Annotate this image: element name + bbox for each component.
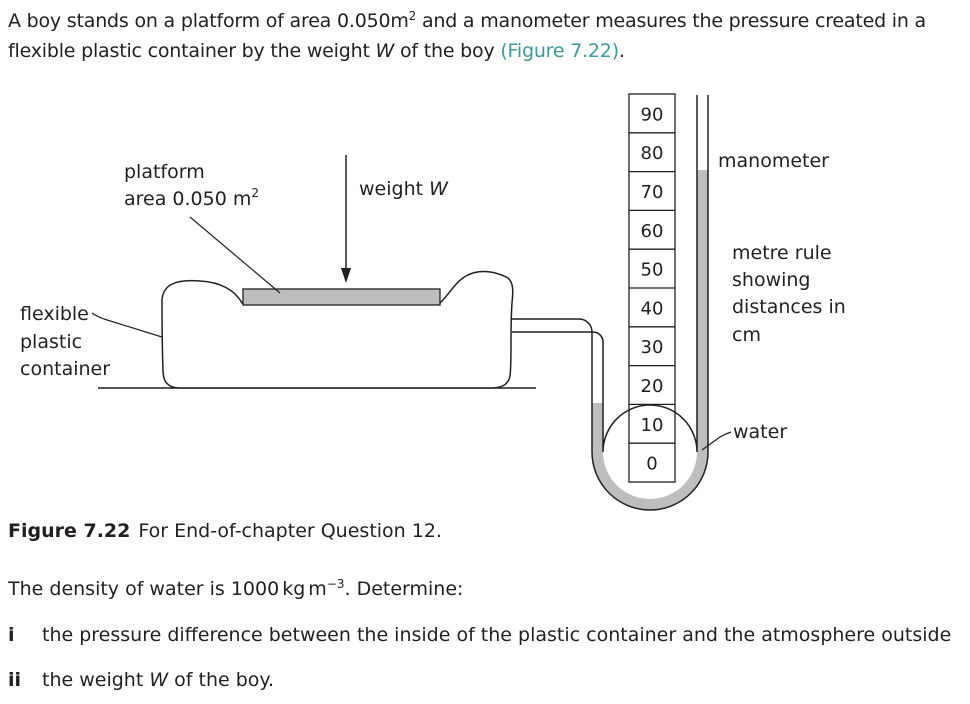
caption-text: For End-of-chapter Question 12. bbox=[138, 520, 442, 542]
platform bbox=[242, 288, 441, 306]
platform-label: platform bbox=[124, 161, 205, 183]
metre-rule-label: metre rule bbox=[732, 242, 832, 264]
rule-scale-label: 90 bbox=[641, 104, 664, 125]
figure-reference-link[interactable]: (Figure 7.22) bbox=[500, 40, 619, 62]
rule-ticks bbox=[629, 132, 675, 444]
density-text: The density of water is 1000 bbox=[8, 578, 280, 600]
figure-caption: Figure 7.22 For End-of-chapter Question 1… bbox=[8, 520, 442, 542]
weight-arrowhead bbox=[341, 268, 351, 283]
water-label: water bbox=[733, 421, 787, 443]
water-fill bbox=[592, 170, 708, 510]
question-intro: A boy stands on a platform of area 0.050… bbox=[8, 6, 963, 66]
intro-text: A boy stands on a platform of area 0.050 bbox=[8, 10, 391, 32]
plastic-label: plastic bbox=[20, 331, 82, 353]
rule-scale-label: 10 bbox=[641, 415, 664, 436]
question-part-ii: ii the weight W of the boy. bbox=[8, 669, 274, 691]
intro-text-3: of the boy bbox=[394, 40, 501, 62]
rule-scale-label: 30 bbox=[641, 337, 664, 358]
flexible-label: flexible bbox=[20, 303, 89, 325]
water-leader-line bbox=[701, 431, 732, 451]
density-text-2: . Determine: bbox=[344, 578, 464, 600]
weight-label: weight W bbox=[359, 178, 449, 200]
platform-area-label: area 0.050 m2 bbox=[124, 186, 259, 210]
weight-symbol: W bbox=[149, 669, 169, 691]
rule-scale-label: 70 bbox=[641, 182, 664, 203]
question-number: ii bbox=[8, 669, 22, 691]
weight-symbol: W bbox=[375, 40, 395, 62]
intro-text-2: and a manometer measures the pressure cr… bbox=[8, 10, 926, 62]
figure-diagram: 90 80 70 60 50 40 30 20 10 0 platform area 0.050 … bbox=[20, 93, 846, 511]
rule-scale-label: 50 bbox=[641, 260, 664, 281]
question-text: the pressure difference between the insi… bbox=[42, 624, 952, 646]
distances-label: distances in bbox=[732, 296, 846, 318]
density-unit-kg: kg bbox=[282, 578, 306, 600]
manometer-inner-wall bbox=[512, 95, 698, 453]
unit-exponent: 2 bbox=[408, 9, 417, 23]
intro-end: . bbox=[618, 40, 625, 62]
plastic-container bbox=[161, 270, 514, 389]
manometer-label: manometer bbox=[718, 150, 829, 172]
question-part-i: i the pressure difference between the ins… bbox=[8, 624, 951, 646]
platform-leader-line bbox=[189, 216, 281, 294]
container-leader-line bbox=[91, 312, 163, 338]
question-text: the weight bbox=[42, 669, 150, 691]
caption-label: Figure 7.22 bbox=[8, 520, 131, 542]
question-number: i bbox=[8, 624, 15, 646]
container-label: container bbox=[20, 358, 110, 380]
rule-scale-label: 80 bbox=[641, 143, 664, 164]
rule-scale-labels: 90 80 70 60 50 40 30 20 10 0 bbox=[641, 104, 664, 474]
rule-scale-label: 60 bbox=[641, 221, 664, 242]
rule-scale-label: 40 bbox=[641, 298, 664, 319]
density-exponent: −3 bbox=[326, 577, 345, 591]
manometer-outer-wall bbox=[512, 95, 709, 511]
rule-scale-label: 20 bbox=[641, 376, 664, 397]
cm-label: cm bbox=[732, 324, 761, 346]
density-unit-m: m bbox=[308, 578, 327, 600]
showing-label: showing bbox=[732, 269, 811, 291]
rule-scale-label: 0 bbox=[646, 454, 657, 475]
unit-m: m bbox=[390, 10, 409, 32]
question-text-end: of the boy. bbox=[168, 669, 274, 691]
